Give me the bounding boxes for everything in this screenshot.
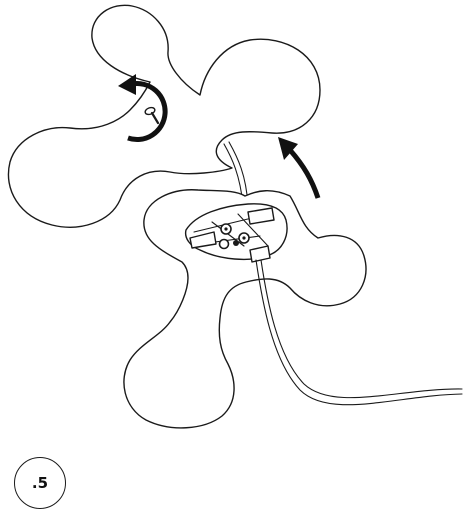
step-number-label: .5: [31, 474, 49, 492]
screw-icon: [144, 106, 160, 125]
counterclockwise-rotate-arrow-icon: [118, 74, 168, 143]
fixture-outline: [123, 189, 367, 429]
power-cord: [255, 259, 463, 406]
mounting-bracket: [184, 203, 288, 263]
fixture-body: [123, 189, 367, 429]
curved-lift-arrow-icon: [278, 137, 321, 199]
step-number-badge: .5: [14, 457, 66, 509]
bracket-screws: [218, 223, 250, 250]
